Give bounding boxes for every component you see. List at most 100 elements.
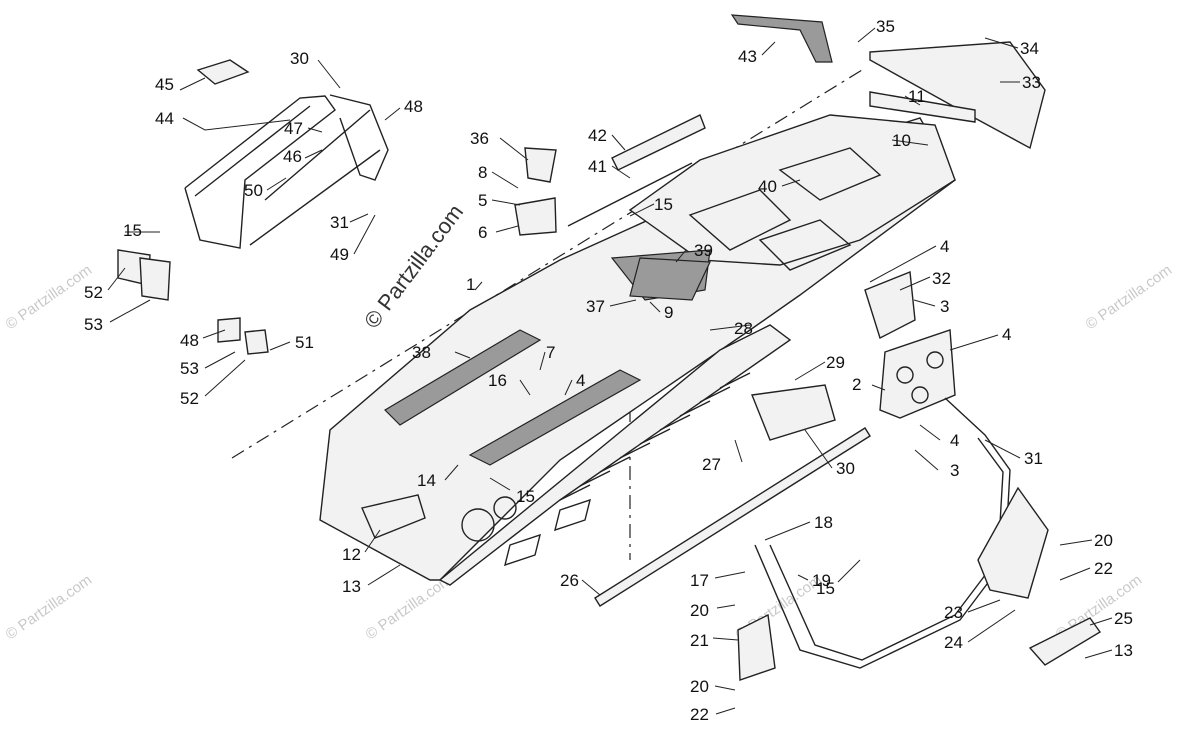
callout-label: 53 xyxy=(180,359,199,378)
callout-label: 36 xyxy=(470,129,489,148)
callout-label: 52 xyxy=(84,283,103,302)
callout-label: 2 xyxy=(852,375,861,394)
bracket-21 xyxy=(737,613,776,681)
reference-line xyxy=(231,69,863,459)
side-plate-lower xyxy=(879,329,956,419)
bracket-assembly xyxy=(751,384,836,441)
callout-label: 13 xyxy=(1114,641,1133,660)
callout-label: 17 xyxy=(690,571,709,590)
callout-label: 41 xyxy=(588,157,607,176)
callout-label: 26 xyxy=(560,571,579,590)
callout-label: 31 xyxy=(330,213,349,232)
callout-labels: 45 44 30 48 47 46 50 31 49 15 52 53 48 5… xyxy=(84,17,1133,724)
callout-label: 20 xyxy=(1094,531,1113,550)
running-rail xyxy=(594,427,871,607)
foam-pad xyxy=(629,257,711,301)
plate-hole xyxy=(926,351,944,369)
callout-label: 23 xyxy=(944,603,963,622)
callout-label: 49 xyxy=(330,245,349,264)
callout-label: 28 xyxy=(734,319,753,338)
front-bumper-cover xyxy=(869,41,1046,150)
callout-label: 50 xyxy=(244,181,263,200)
callout-label: 15 xyxy=(654,195,673,214)
plate-hole xyxy=(896,366,914,384)
callout-label: 37 xyxy=(586,297,605,316)
callout-label: 25 xyxy=(1114,609,1133,628)
callout-label: 29 xyxy=(826,353,845,372)
callout-label: 11 xyxy=(908,87,926,106)
callout-label: 51 xyxy=(295,333,314,352)
reinforcement-strip xyxy=(611,114,706,171)
watermark-text: © Partzilla.com xyxy=(1083,261,1176,333)
plate-hole xyxy=(911,386,929,404)
callout-label: 48 xyxy=(404,97,423,116)
callout-label: 15 xyxy=(516,487,535,506)
side-plate-upper xyxy=(864,271,916,340)
plate-23 xyxy=(977,486,1049,599)
callout-label: 8 xyxy=(478,163,487,182)
callout-label: 43 xyxy=(738,47,757,66)
callout-label: 39 xyxy=(694,241,713,260)
running-board-slots xyxy=(559,372,751,501)
callout-label: 22 xyxy=(1094,559,1113,578)
callout-label: 20 xyxy=(690,677,709,696)
callout-label: 24 xyxy=(944,633,963,652)
grab-bar xyxy=(754,397,1011,669)
callout-label: 42 xyxy=(588,126,607,145)
callout-label: 19 xyxy=(812,571,831,590)
grab-bar-inner xyxy=(769,437,1004,661)
callout-label: 22 xyxy=(690,705,709,724)
callout-label: 53 xyxy=(84,315,103,334)
callout-label: 4 xyxy=(940,237,949,256)
handle-12 xyxy=(361,494,426,539)
mount-bracket xyxy=(514,197,557,236)
callout-label: 15 xyxy=(123,221,142,240)
callout-label: 30 xyxy=(836,459,855,478)
callout-label: 18 xyxy=(814,513,833,532)
callout-label: 44 xyxy=(155,109,174,128)
callout-label: 32 xyxy=(932,269,951,288)
rod xyxy=(567,162,693,227)
callout-label: 14 xyxy=(417,471,436,490)
callout-label: 1 xyxy=(466,275,475,294)
callout-label: 9 xyxy=(664,303,673,322)
callout-label: 38 xyxy=(412,343,431,362)
callout-label: 3 xyxy=(940,297,949,316)
callout-label: 15 xyxy=(816,579,835,598)
callout-label: 34 xyxy=(1020,39,1039,58)
callout-label: 48 xyxy=(180,331,199,350)
callout-label: 5 xyxy=(478,191,487,210)
watermark-center: © Partzilla.com xyxy=(359,200,468,333)
watermark-text: © Partzilla.com xyxy=(3,571,96,643)
callout-label: 16 xyxy=(488,371,507,390)
trim-strip xyxy=(869,91,976,123)
callout-label: 7 xyxy=(546,343,555,362)
callout-label: 47 xyxy=(284,119,303,138)
handle-25 xyxy=(1028,617,1102,666)
callout-label: 45 xyxy=(155,75,174,94)
callout-label: 12 xyxy=(342,545,361,564)
callout-label: 4 xyxy=(1002,325,1011,344)
chassis-tunnel xyxy=(319,114,956,586)
leader-lines xyxy=(107,27,1113,715)
callout-label: 10 xyxy=(892,131,911,150)
callout-label: 3 xyxy=(950,461,959,480)
callout-label: 4 xyxy=(950,431,959,450)
callout-label: 52 xyxy=(180,389,199,408)
cover-bracket xyxy=(524,147,557,183)
watermark-text: © Partzilla.com xyxy=(363,571,456,643)
callout-label: 40 xyxy=(758,177,777,196)
callout-label: 33 xyxy=(1022,73,1041,92)
callout-label: 4 xyxy=(576,371,585,390)
callout-label: 35 xyxy=(876,17,895,36)
callout-label: 20 xyxy=(690,601,709,620)
snow-flap-strip xyxy=(730,14,833,63)
callout-label: 30 xyxy=(290,49,309,68)
rear-rack-assembly xyxy=(117,59,389,355)
callout-label: 31 xyxy=(1024,449,1043,468)
callout-label: 46 xyxy=(283,147,302,166)
callout-label: 13 xyxy=(342,577,361,596)
callout-label: 27 xyxy=(702,455,721,474)
